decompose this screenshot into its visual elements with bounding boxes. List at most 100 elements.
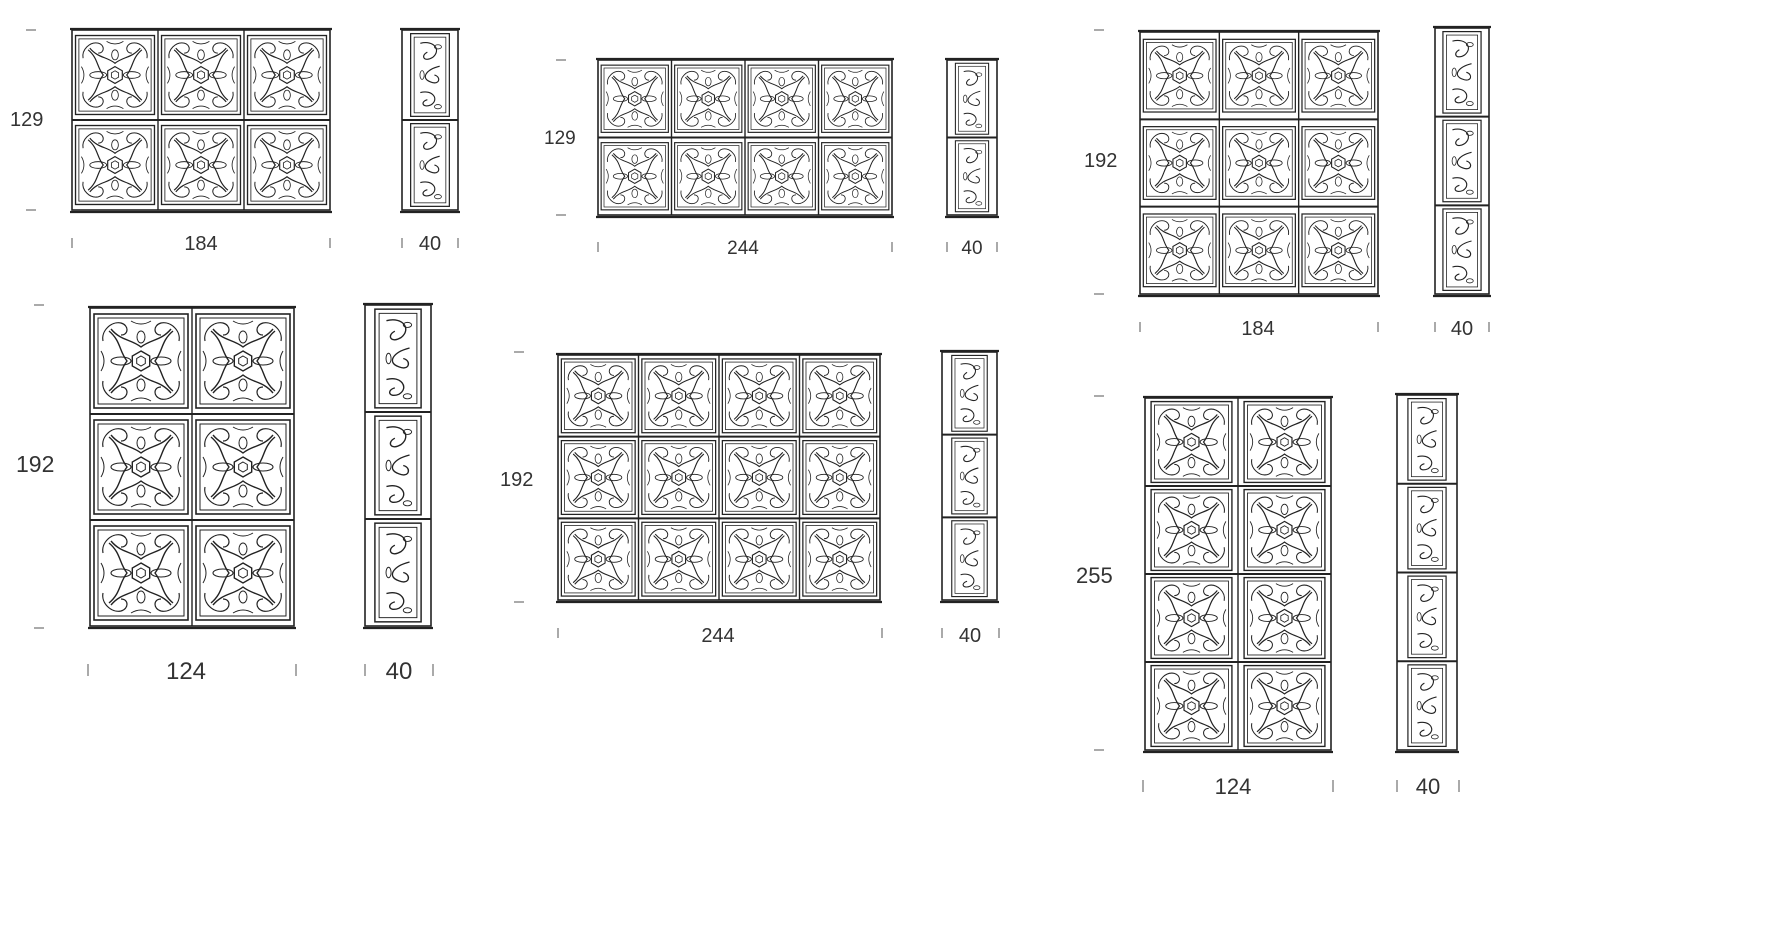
unit-c-front-panel xyxy=(1301,213,1376,288)
unit-e-side-view xyxy=(940,349,999,604)
unit-b-front-panel xyxy=(821,142,890,211)
unit-d-front-panel xyxy=(93,419,189,515)
unit-f-front-view xyxy=(1143,395,1333,754)
unit-d-side-panel xyxy=(374,415,422,516)
unit-e-front-panel xyxy=(802,358,878,434)
unit-a-front-panel xyxy=(74,124,156,206)
unit-e-front-panel xyxy=(641,358,717,434)
unit-d-height-label: 192 xyxy=(16,451,54,477)
unit-f-front-panel xyxy=(1150,488,1233,572)
unit-f-side-panel xyxy=(1407,664,1447,748)
unit-b-width-label: 244 xyxy=(727,238,759,259)
unit-a-front-panel xyxy=(160,34,242,116)
unit-a-side-view xyxy=(400,27,460,214)
unit-c-front-panel xyxy=(1221,38,1297,113)
unit-e-side-panel xyxy=(951,437,988,515)
unit-f-width-label: 124 xyxy=(1215,774,1252,799)
unit-d-side-panel xyxy=(374,308,422,409)
unit-c-front-panel xyxy=(1142,213,1217,288)
unit-c-height-label: 192 xyxy=(1084,150,1117,172)
unit-b-front-panel xyxy=(747,142,816,211)
unit-e: 192 244 40 xyxy=(500,349,1000,647)
unit-c-side-panel xyxy=(1442,208,1482,292)
unit-e-height-label: 192 xyxy=(500,469,533,491)
unit-d-width-label: 124 xyxy=(166,658,206,685)
unit-c-front-panel xyxy=(1301,125,1376,201)
unit-f-depth-label: 40 xyxy=(1416,774,1440,799)
unit-f-front-panel xyxy=(1243,664,1326,748)
unit-b-side-panel xyxy=(954,140,990,213)
unit-b-front-panel xyxy=(600,142,669,211)
unit-c-front-frame xyxy=(1139,31,1379,295)
unit-a-height-label: 129 xyxy=(10,109,43,131)
unit-f-front-panel xyxy=(1150,576,1233,660)
unit-d-front-panel xyxy=(195,525,291,621)
unit-f-side-panel xyxy=(1407,486,1447,570)
unit-c-width-label: 184 xyxy=(1241,318,1274,340)
unit-e-front-panel xyxy=(641,439,717,516)
unit-a-front-panel xyxy=(246,124,328,206)
unit-d-depth-label: 40 xyxy=(386,658,413,685)
unit-d-front-panel xyxy=(195,419,291,515)
unit-f-front-panel xyxy=(1243,576,1326,660)
unit-e-front-panel xyxy=(641,521,717,597)
unit-e-width-label: 244 xyxy=(701,625,734,647)
unit-e-side-panel xyxy=(951,354,988,432)
unit-e-front-panel xyxy=(721,358,797,434)
unit-b-front-panel xyxy=(747,64,816,133)
unit-c-side-view xyxy=(1433,25,1491,298)
unit-a-front-panel xyxy=(160,124,242,206)
unit-b-front-view xyxy=(596,57,894,219)
unit-f: 255 124 40 xyxy=(1076,392,1460,799)
unit-a-width-label: 184 xyxy=(184,233,217,255)
unit-d-front-panel xyxy=(93,525,189,621)
unit-f-front-panel xyxy=(1150,664,1233,748)
unit-f-side-panel xyxy=(1407,397,1447,481)
unit-b-height-label: 129 xyxy=(544,128,576,149)
unit-c-side-panel xyxy=(1442,119,1482,203)
unit-e-front-panel xyxy=(560,358,636,434)
unit-a-front-view xyxy=(70,27,332,214)
unit-f-height-label: 255 xyxy=(1076,563,1113,588)
unit-c-front-panel xyxy=(1142,38,1217,113)
unit-f-front-panel xyxy=(1243,400,1326,484)
unit-c-front-panel xyxy=(1301,38,1376,113)
unit-d-front-view xyxy=(88,305,296,630)
unit-f-front-panel xyxy=(1243,488,1326,572)
unit-e-depth-label: 40 xyxy=(959,625,981,647)
unit-c: 192 184 40 xyxy=(1084,25,1491,340)
unit-c-front-panel xyxy=(1142,125,1217,201)
unit-e-front-panel xyxy=(560,439,636,516)
unit-e-front-panel xyxy=(721,439,797,516)
unit-a: 129 184 40 xyxy=(10,27,460,255)
unit-d-side-view xyxy=(363,302,433,630)
unit-f-side-view xyxy=(1395,392,1459,754)
unit-c-front-panel xyxy=(1221,125,1297,201)
unit-b-depth-label: 40 xyxy=(961,238,982,259)
unit-f-side-panel xyxy=(1407,575,1447,659)
unit-b-side-view xyxy=(945,57,999,219)
unit-a-depth-label: 40 xyxy=(419,233,441,255)
unit-c-depth-label: 40 xyxy=(1451,318,1473,340)
unit-a-front-panel xyxy=(74,34,156,116)
unit-b-side-panel xyxy=(954,62,990,135)
unit-e-front-panel xyxy=(560,521,636,597)
unit-d-side-panel xyxy=(374,522,422,623)
unit-e-side-panel xyxy=(951,520,988,598)
unit-e-front-view xyxy=(556,352,882,604)
unit-f-front-panel xyxy=(1150,400,1233,484)
unit-e-front-panel xyxy=(721,521,797,597)
unit-c-front-panel xyxy=(1221,213,1297,288)
unit-e-front-panel xyxy=(802,521,878,597)
unit-b-front-panel xyxy=(674,64,743,133)
unit-b: 129 244 40 xyxy=(544,57,999,259)
unit-d-front-panel xyxy=(195,313,291,409)
unit-b-front-panel xyxy=(600,64,669,133)
unit-d: 192 124 40 xyxy=(16,302,434,685)
unit-a-side-panel xyxy=(409,122,451,208)
unit-b-front-panel xyxy=(674,142,743,211)
unit-c-side-panel xyxy=(1442,30,1482,114)
unit-e-front-panel xyxy=(802,439,878,516)
unit-b-front-panel xyxy=(821,64,890,133)
